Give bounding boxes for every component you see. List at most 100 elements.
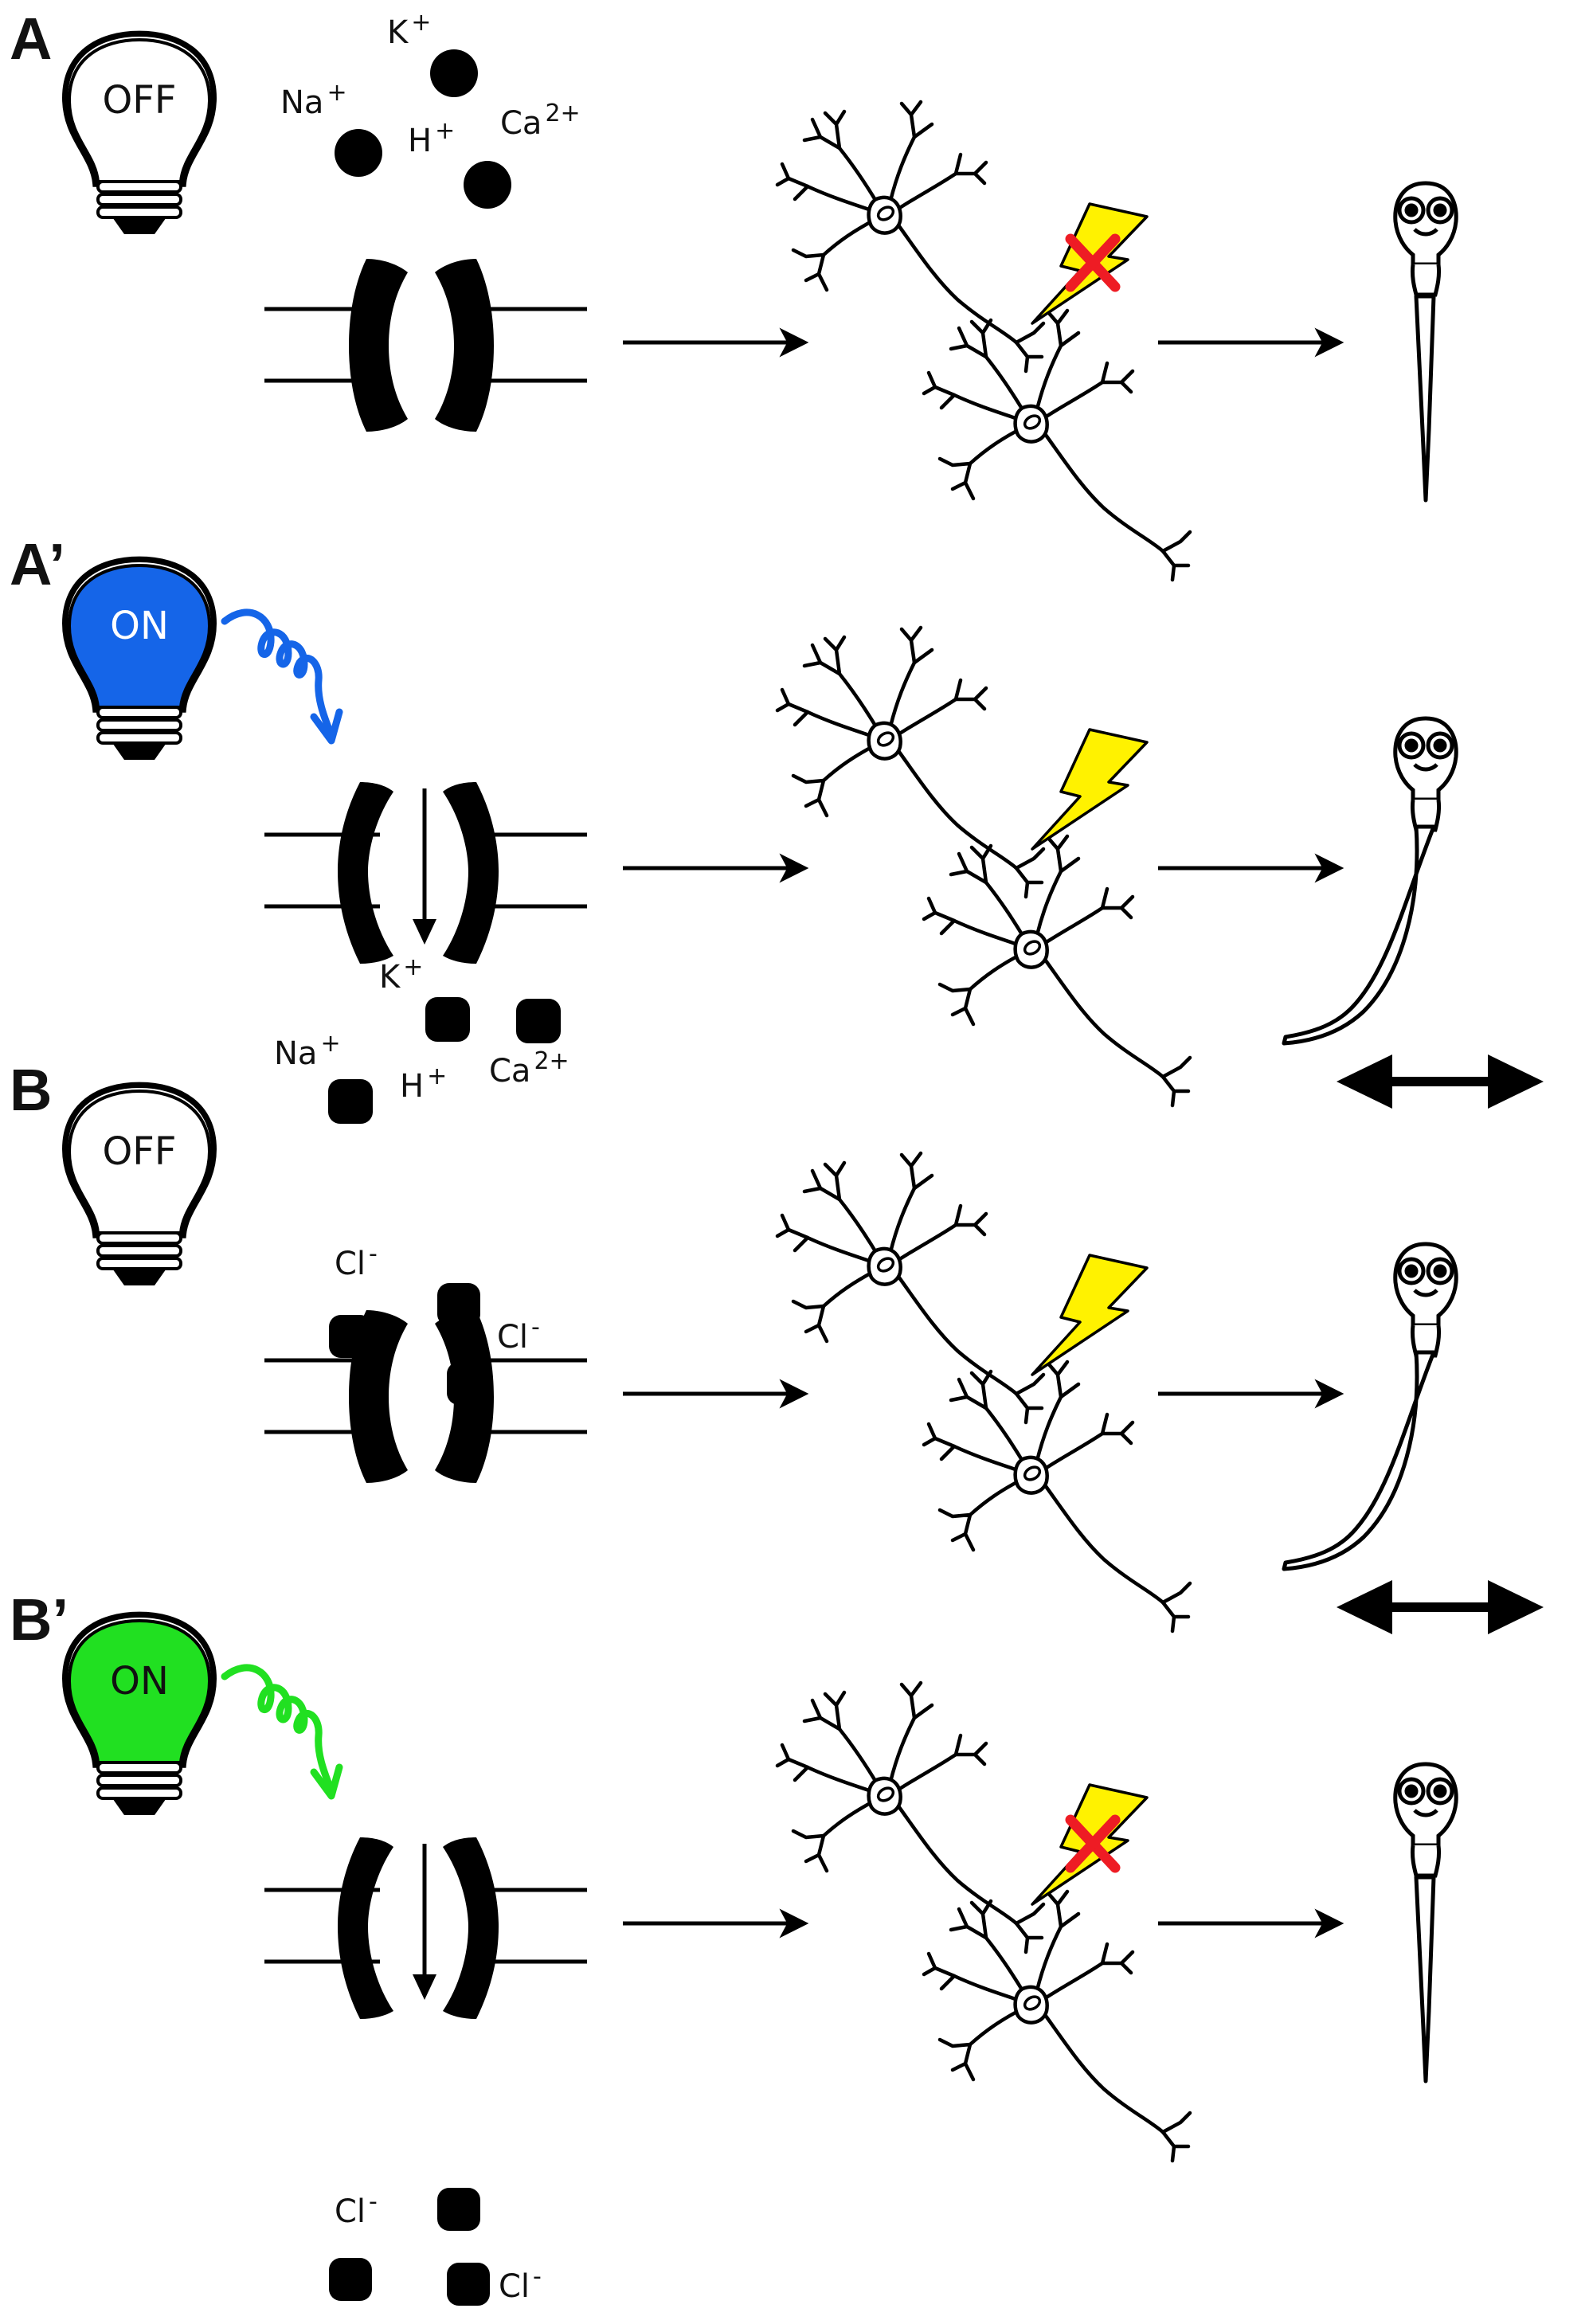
neuron-lower-soma (1016, 406, 1047, 442)
panel-label: B’ (10, 1587, 68, 1653)
arrow-to-larva-icon (1158, 331, 1341, 354)
bulb-base (96, 1761, 182, 1815)
ion-name: Cl (497, 1319, 528, 1356)
arrow-to-larva-icon (1158, 1911, 1341, 1935)
panel-label: B (10, 1057, 52, 1123)
arrow-to-neurons-icon (623, 1911, 806, 1935)
larva-tail (1414, 1875, 1436, 2083)
ion-particle (447, 1362, 490, 1405)
ion-charge: - (531, 1313, 540, 1341)
neuron-pair-icon (777, 1153, 1190, 1631)
neuron-upper (777, 102, 1043, 371)
ion-charge: + (327, 79, 346, 107)
neuron-upper (777, 1683, 1043, 1952)
larva-tail (1282, 824, 1436, 1046)
ion-label: Cl- (335, 2188, 378, 2230)
ion-charge: + (411, 9, 431, 37)
ion-charge: - (369, 2188, 378, 2216)
neuron-lower (924, 836, 1190, 1105)
bulb-base (96, 706, 182, 760)
bulb-state-label: ON (110, 604, 169, 648)
ion-label: Na+ (280, 79, 347, 121)
ion-charge: + (320, 1030, 340, 1058)
light-bulb-icon: ON (65, 559, 214, 760)
ion-name: K (379, 959, 401, 996)
ion-name: Cl (335, 1246, 366, 1282)
zebrafish-larva-bending-icon (1282, 1244, 1456, 1571)
neuron-pair-icon (777, 628, 1190, 1105)
ion-particle (335, 129, 382, 177)
channel-subunit-left (338, 782, 393, 964)
ion-particle (516, 999, 561, 1043)
ion-label: Cl- (335, 1240, 378, 1282)
ion-name: H (408, 123, 432, 159)
light-bulb-icon: OFF (65, 1085, 214, 1285)
ion-particle (430, 49, 478, 97)
zebrafish-larva-straight-icon (1395, 1764, 1456, 2083)
neuron-lower (924, 311, 1190, 580)
larva-head (1395, 1244, 1456, 1356)
larva-tail (1282, 1350, 1436, 1571)
ion-name: Ca (500, 105, 542, 142)
ion-flow-arrowhead (413, 919, 436, 945)
ion-name: Ca (489, 1053, 530, 1090)
ions: Cl-Cl- (329, 1240, 540, 1405)
panel-label: A’ (10, 531, 65, 597)
arrow-to-larva-icon (1158, 856, 1341, 880)
ion-label: H+ (400, 1062, 447, 1105)
neuron-upper-soma (869, 723, 901, 759)
open-ion-channel-icon (338, 1837, 499, 2019)
ion-label: Na+ (274, 1030, 341, 1072)
arrow-to-neurons-icon (623, 331, 806, 354)
bulb-state-label: OFF (103, 1129, 177, 1174)
ion-name: Cl (499, 2268, 530, 2305)
channel-subunit-right (443, 782, 499, 964)
channel-subunit-left (349, 259, 408, 432)
neuron-pair-icon (777, 1683, 1190, 2161)
ion-charge: - (369, 1240, 378, 1268)
bulb-base (96, 180, 182, 234)
neuron-lower-soma (1016, 1987, 1047, 2023)
arrow-to-larva-icon (1158, 1382, 1341, 1406)
neuron-lower (924, 1362, 1190, 1631)
neuron-lower (924, 1892, 1190, 2161)
ion-particle (425, 997, 470, 1042)
larva-head (1395, 183, 1456, 295)
light-ray-icon (225, 612, 339, 741)
larva-head (1395, 1764, 1456, 1876)
light-bulb-icon: OFF (65, 33, 214, 234)
bulb-state-label: ON (110, 1659, 169, 1704)
neuron-upper (777, 1153, 1043, 1422)
ion-particle (437, 2188, 480, 2231)
zebrafish-larva-bending-icon (1282, 718, 1456, 1046)
movement-double-arrow-icon (1337, 1054, 1544, 1109)
channel-subunit-right (435, 259, 494, 432)
ion-charge: + (403, 953, 423, 981)
arrow-to-neurons-icon (623, 1382, 806, 1406)
ion-particle (329, 2258, 372, 2301)
ion-charge: 2+ (545, 100, 580, 127)
zebrafish-larva-straight-icon (1395, 183, 1456, 503)
closed-ion-channel-icon (349, 259, 494, 432)
open-ion-channel-icon (338, 782, 499, 964)
ion-label: Cl- (499, 2263, 542, 2305)
ion-label: K+ (379, 953, 423, 996)
neuron-upper (777, 628, 1043, 897)
neuron-upper-soma (869, 1778, 901, 1814)
ion-particle (447, 2263, 490, 2306)
ion-name: Na (274, 1035, 317, 1072)
cell-membrane (264, 1358, 587, 1434)
larva-head (1395, 718, 1456, 830)
ion-flow-arrowhead (413, 1974, 436, 2000)
panel-label: A (10, 6, 52, 72)
ion-charge: - (533, 2263, 542, 2291)
neuron-upper-soma (869, 1249, 901, 1285)
neuron-lower-soma (1016, 932, 1047, 968)
